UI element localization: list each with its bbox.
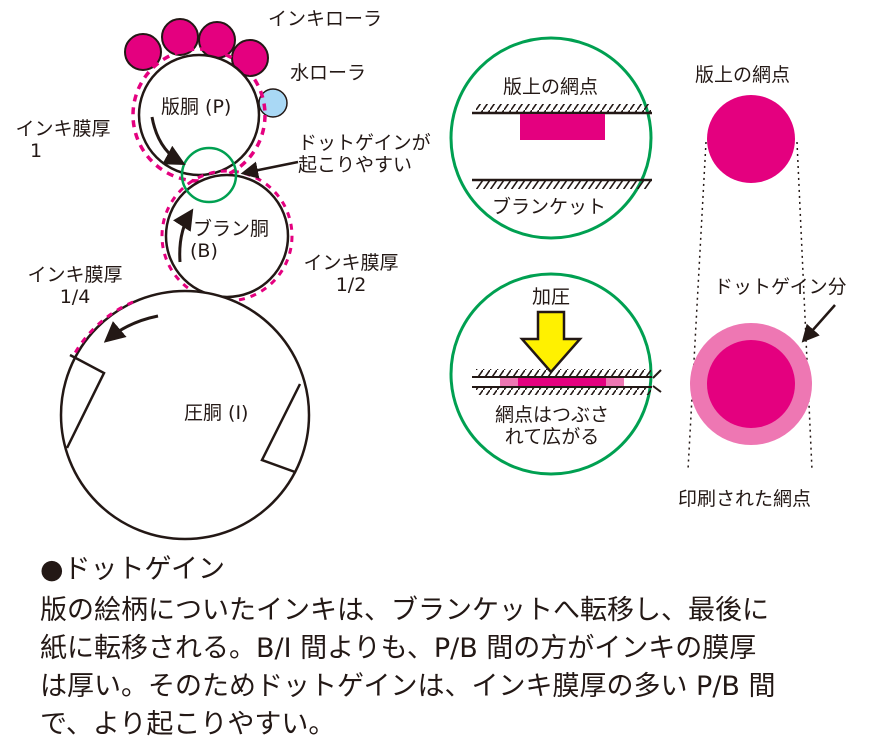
ink-film-1-text: インキ膜厚 xyxy=(15,118,111,140)
spread-dot-core xyxy=(518,378,606,386)
dot-gain-easy-line-1: ドットゲインが xyxy=(298,132,431,154)
spread-line-2: れて広がる xyxy=(504,426,600,448)
dot-gain-easy-label: ドットゲインが 起こりやすい xyxy=(298,132,431,176)
ink-roller-label: インキローラ xyxy=(268,8,383,30)
water-roller xyxy=(258,88,288,118)
blanket-cylinder-label: ブラン胴 (B) xyxy=(190,218,272,262)
caption-line-1: 版の絵柄についたインキは、ブランケットへ転移し、最後に xyxy=(40,595,769,626)
printed-dot-label: 印刷された網点 xyxy=(678,488,812,510)
ink-film-quarter-label: インキ膜厚 1/4 xyxy=(20,264,130,308)
water-roller-label: 水ローラ xyxy=(290,62,367,84)
ink-film-1-label: インキ膜厚 1 xyxy=(8,118,118,162)
spread-label: 網点はつぶさ れて広がる xyxy=(488,404,616,448)
ink-roller-2 xyxy=(161,18,199,56)
dot-gain-easy-line-2: 起こりやすい xyxy=(298,154,413,176)
caption-heading: ●ドットゲイン xyxy=(40,554,226,585)
impression-cylinder xyxy=(59,289,311,541)
pressed-plate-hatch xyxy=(476,369,651,377)
printed-dot-core xyxy=(707,340,795,428)
pressed-blanket-hatch xyxy=(476,388,651,395)
caption-line-2: 紙に転移される。B/I 間よりも、P/B 間の方がインキの膜厚 xyxy=(40,633,757,664)
gripper-right xyxy=(260,383,302,474)
dot-on-plate xyxy=(707,95,795,183)
dot-gain-amount-pointer xyxy=(801,304,836,343)
plate-dot xyxy=(520,114,605,140)
blanket-cylinder-line-2: (B) xyxy=(190,240,218,262)
blanket-hatch xyxy=(476,181,651,189)
diagram-graphics xyxy=(59,18,836,541)
impression-rotation-arrow xyxy=(103,314,159,343)
ink-film-quarter-ratio: 1/4 xyxy=(59,286,91,308)
ink-film-half-text: インキ膜厚 xyxy=(303,252,399,274)
ink-roller-1 xyxy=(124,33,162,71)
ink-film-1-ratio: 1 xyxy=(30,140,43,162)
impression-cylinder-label: 圧胴 (I) xyxy=(184,402,249,424)
ink-film-quarter-text: インキ膜厚 xyxy=(27,264,123,286)
plate-cylinder xyxy=(137,53,261,177)
guide-left-outer xyxy=(687,141,707,471)
dot-gain-pointer xyxy=(240,160,299,179)
nip-highlight xyxy=(180,146,238,204)
blanket-cylinder xyxy=(164,173,290,299)
plate-cylinder-label: 版胴 (P) xyxy=(161,96,232,118)
plate-hatch xyxy=(476,104,651,112)
ink-roller-4 xyxy=(231,39,269,77)
ink-film-half-label: インキ膜厚 1/2 xyxy=(296,252,406,296)
gap-mark xyxy=(652,369,662,393)
impression-ink-film xyxy=(73,300,134,354)
pressure-label: 加圧 xyxy=(532,286,571,308)
top-circle-blanket-label: ブランケット xyxy=(492,196,607,218)
pressure-arrow xyxy=(519,310,583,374)
blanket-cylinder-line-1: ブラン胴 xyxy=(192,218,269,240)
caption: ●ドットゲイン 版の絵柄についたインキは、ブランケットへ転移し、最後に 紙に転移… xyxy=(40,552,865,744)
gripper-left xyxy=(65,353,106,449)
ink-film-half-ratio: 1/2 xyxy=(335,274,367,296)
plate-rotation-arrow xyxy=(150,116,186,166)
dot-on-plate-label: 版上の網点 xyxy=(695,64,791,86)
caption-line-4: で、より起こりやすい。 xyxy=(40,709,336,740)
dot-gain-amount-label: ドットゲイン分 xyxy=(714,276,847,298)
caption-line-3: は厚い。そのためドットゲインは、インキ膜厚の多い P/B 間 xyxy=(40,671,776,702)
spread-line-1: 網点はつぶさ xyxy=(494,404,609,426)
plate-ink-film xyxy=(131,47,267,183)
blanket-rotation-arrow xyxy=(173,208,194,263)
guide-right-outer xyxy=(796,141,813,471)
ink-rollers xyxy=(124,18,269,77)
top-circle-dot-label: 版上の網点 xyxy=(503,76,599,98)
dot-gain-diagram: インキローラ 水ローラ 版胴 (P) インキ膜厚 1 ドットゲインが 起こりやす… xyxy=(8,8,847,541)
